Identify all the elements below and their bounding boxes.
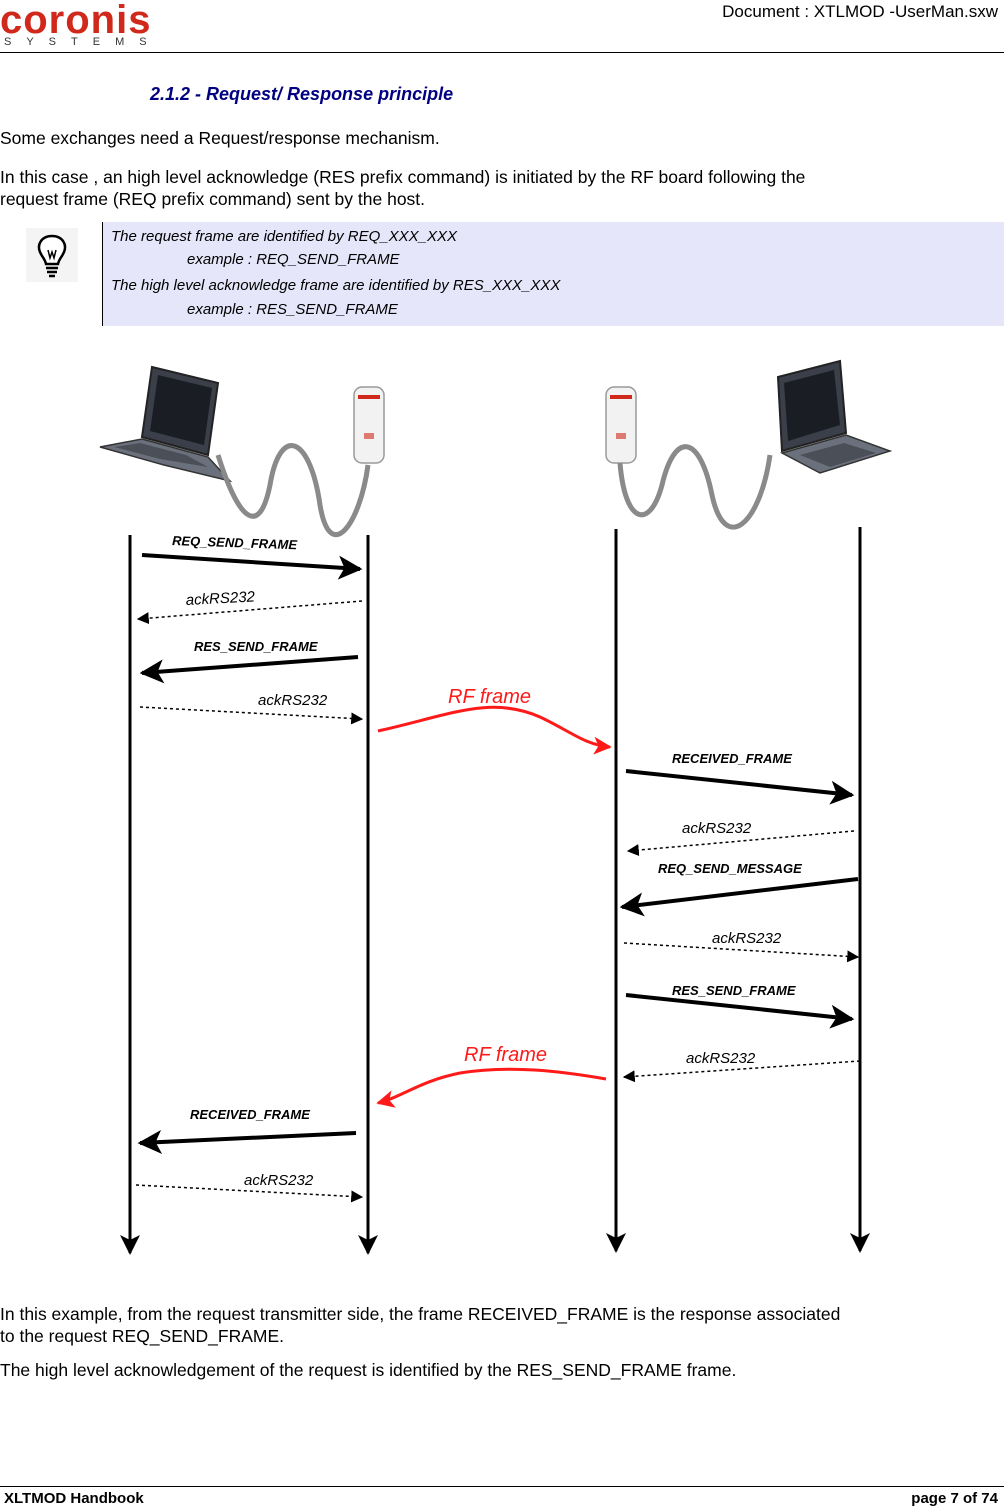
message-label: ackRS232: [258, 692, 328, 709]
conclusion-paragraph-1-line-1: In this example, from the request transm…: [0, 1304, 841, 1324]
message-label: ackRS232: [682, 820, 752, 837]
company-logo: coronis: [0, 0, 152, 42]
rf-frame-arrow: [376, 1067, 607, 1108]
header-divider: [0, 52, 1004, 53]
message-label: REQ_SEND_FRAME: [172, 533, 298, 552]
intro-paragraph-1: Some exchanges need a Request/response m…: [0, 128, 440, 148]
message-arrow: [625, 769, 855, 805]
document-name: Document : XTLMOD -UserMan.sxw: [722, 2, 998, 21]
rf-frame-label: RF frame: [464, 1044, 547, 1066]
message-arrow: [136, 600, 363, 625]
note-line-3: The high level acknowledge frame are ide…: [111, 277, 561, 294]
page-number: page 7 of 74: [911, 1490, 998, 1507]
conclusion-paragraph-2: The high level acknowledgement of the re…: [0, 1360, 737, 1380]
message-label: RES_SEND_FRAME: [194, 639, 318, 654]
message-arrow: [141, 553, 363, 580]
message-label: RECEIVED_FRAME: [190, 1107, 310, 1122]
rf-frame-label: RF frame: [448, 686, 531, 708]
message-arrow: [137, 1130, 357, 1154]
note-line-2: example : REQ_SEND_FRAME: [187, 251, 400, 268]
intro-paragraph-2-line-1: In this case , an high level acknowledge…: [0, 167, 806, 187]
message-label: ackRS232: [185, 588, 256, 609]
section-title: 2.1.2 - Request/ Response principle: [150, 84, 454, 104]
laptop-icon: [99, 365, 233, 483]
message-arrow: [139, 706, 364, 725]
message-label: ackRS232: [244, 1172, 314, 1189]
lightbulb-icon: [26, 228, 78, 282]
sequence-diagram: REQ_SEND_FRAME ackRS232 RES_SEND_FRAME a…: [99, 359, 893, 1255]
cable-right: [617, 444, 773, 530]
footer-divider: [0, 1486, 1004, 1487]
note-line-4: example : RES_SEND_FRAME: [187, 301, 398, 318]
message-label: RECEIVED_FRAME: [672, 751, 792, 766]
company-logo-subtitle: SYSTEMS: [4, 36, 162, 48]
laptop-icon: [776, 359, 893, 474]
message-arrow: [626, 830, 855, 857]
footer-title: XLTMOD Handbook: [4, 1490, 144, 1507]
message-label: ackRS232: [712, 930, 782, 947]
message-arrow: [135, 1184, 364, 1203]
message-arrow: [625, 993, 855, 1029]
rf-device-icon: [605, 386, 637, 464]
note-line-1: The request frame are identified by REQ_…: [111, 228, 458, 245]
conclusion-paragraph-1-line-2: to the request REQ_SEND_FRAME.: [0, 1326, 284, 1346]
cable-left: [215, 443, 371, 538]
message-label: RES_SEND_FRAME: [672, 983, 796, 998]
intro-paragraph-2-line-2: request frame (REQ prefix command) sent …: [0, 189, 426, 209]
message-label: ackRS232: [686, 1050, 756, 1067]
rf-frame-arrow: [377, 705, 612, 755]
message-arrow: [619, 877, 859, 917]
note-box: The request frame are identified by REQ_…: [102, 222, 1004, 326]
message-label: REQ_SEND_MESSAGE: [658, 861, 802, 876]
rf-device-icon: [353, 386, 385, 464]
message-arrow: [139, 655, 359, 684]
